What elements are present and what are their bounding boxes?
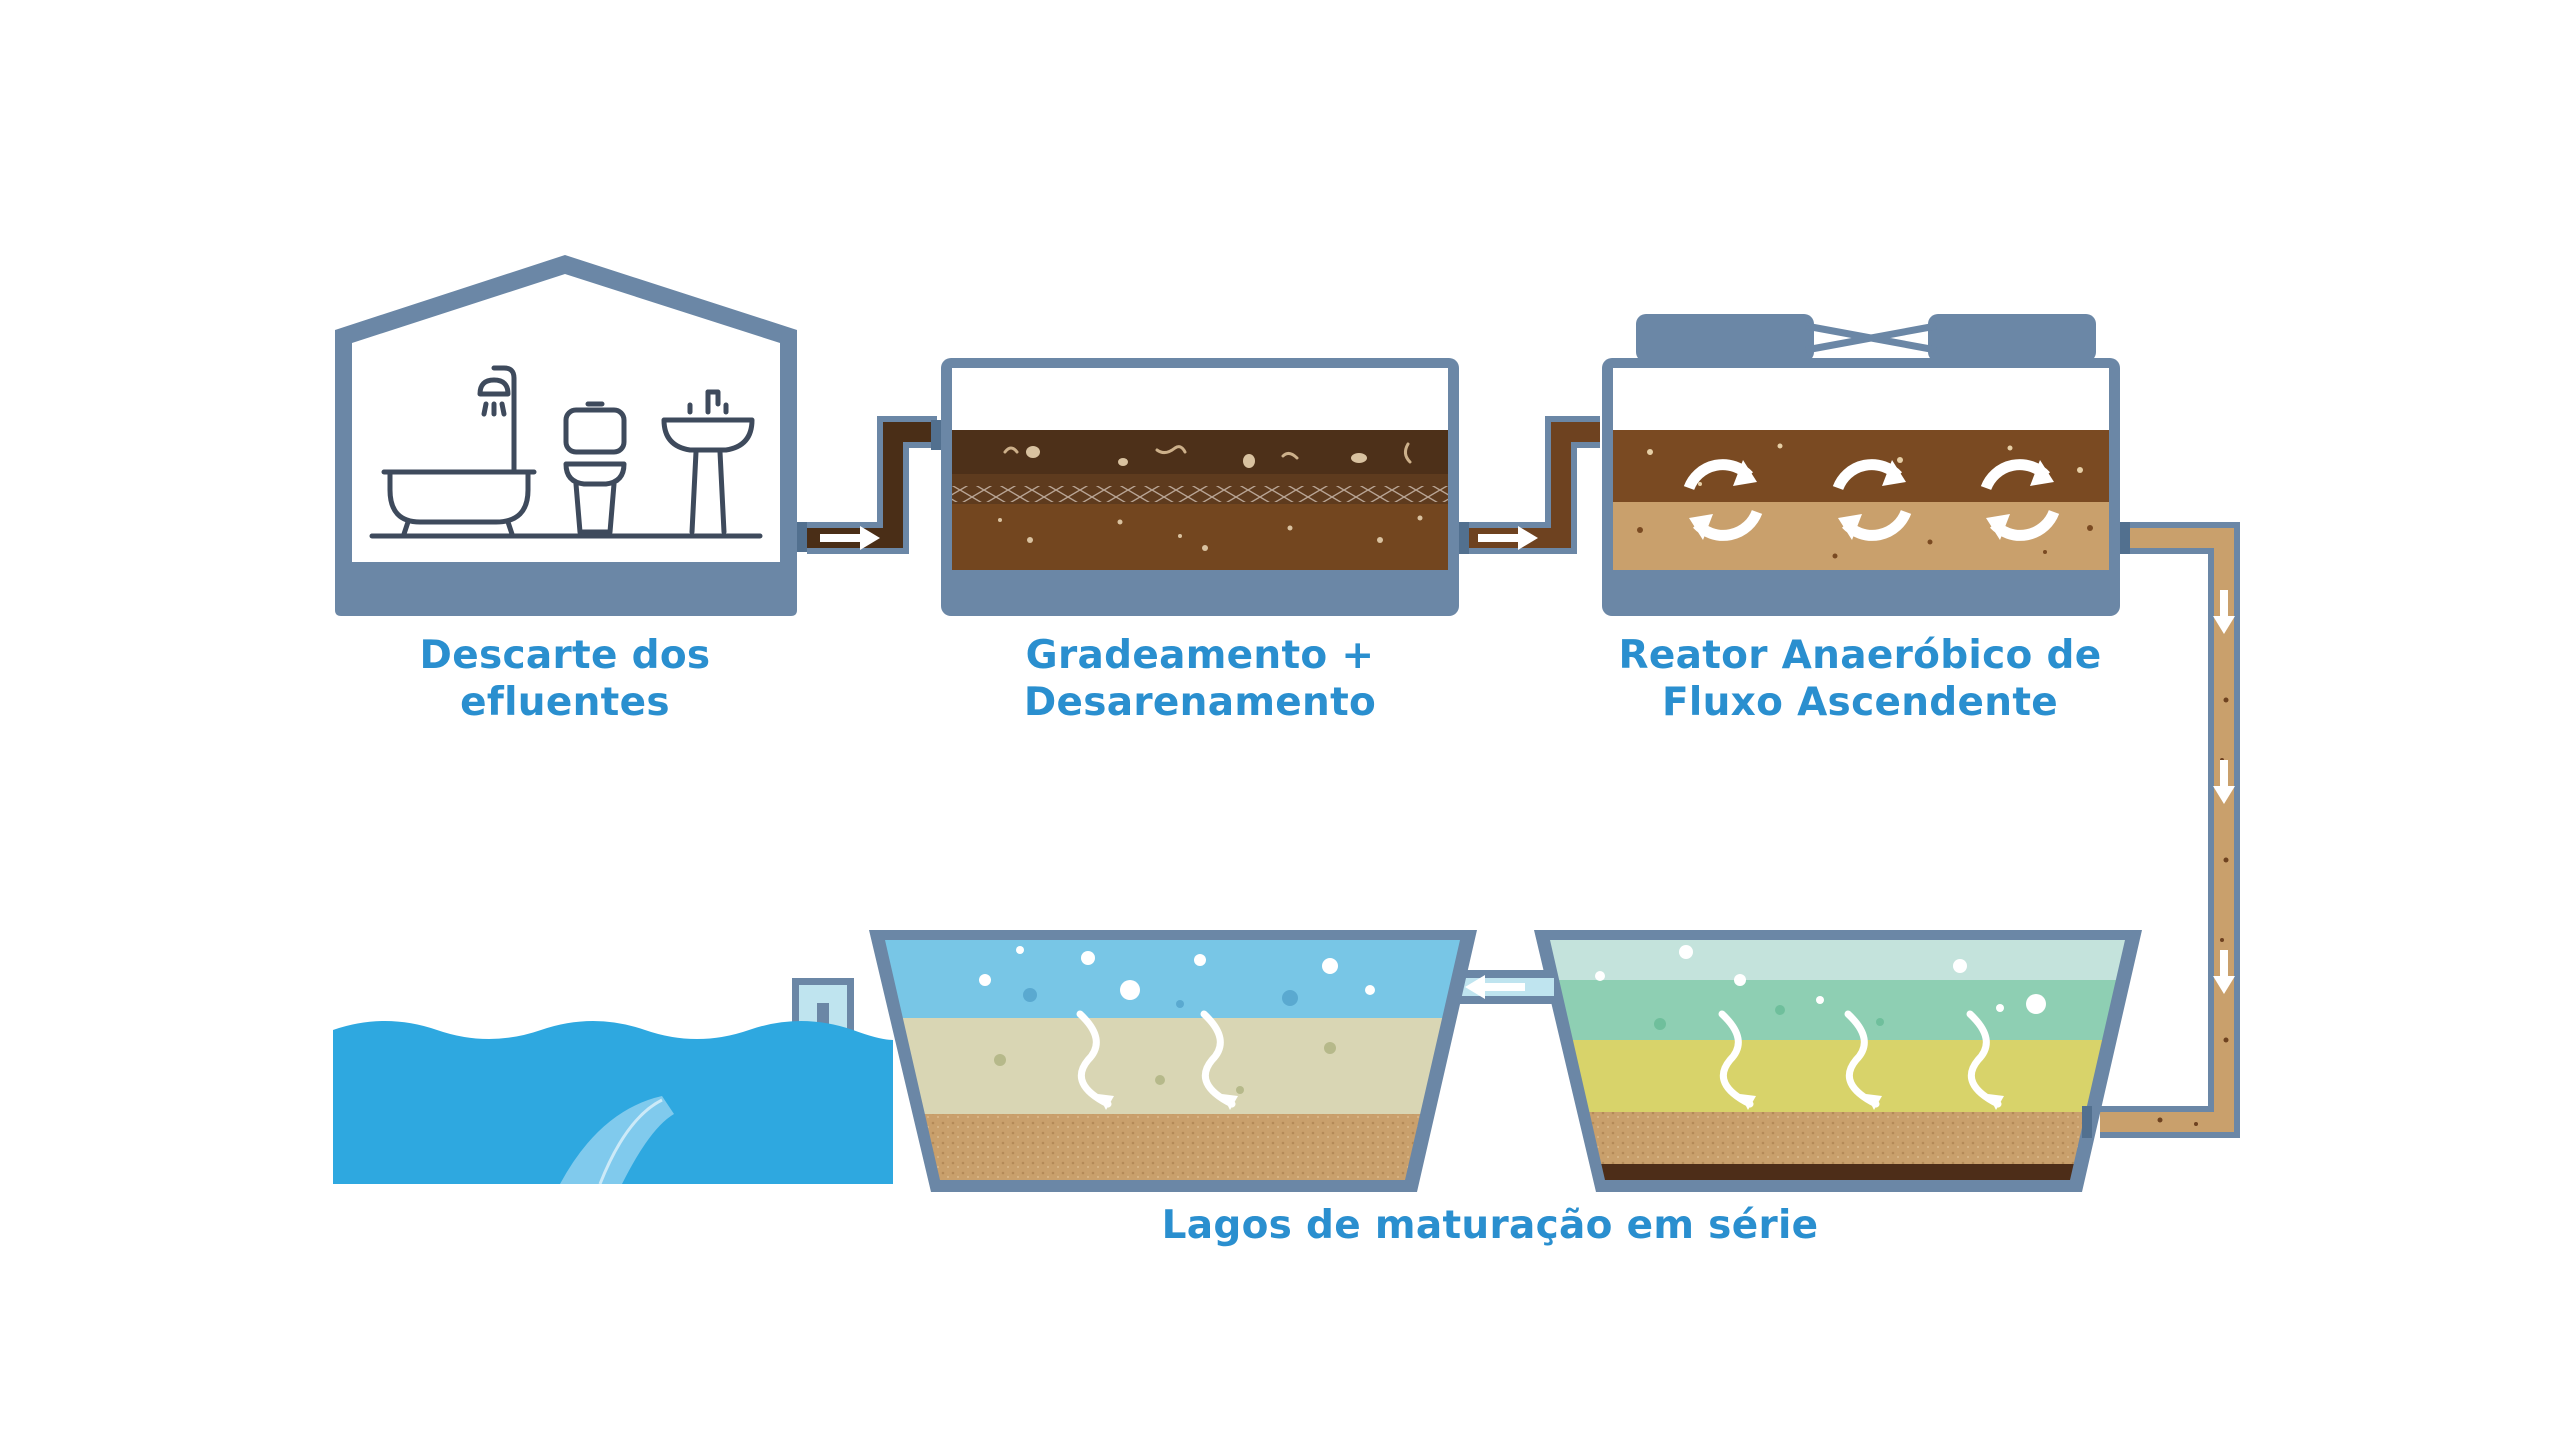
debris <box>998 446 1423 551</box>
label-descarte: Descarte dos efluentes <box>370 632 760 726</box>
label-reator-line1: Reator Anaeróbico de <box>1618 633 2102 678</box>
reator-tank <box>1602 314 2130 616</box>
label-reator: Reator Anaeróbico de Fluxo Ascendente <box>1590 632 2130 726</box>
circular-flow-icon <box>1683 459 2060 541</box>
label-gradeamento-line1: Gradeamento + <box>1025 633 1375 678</box>
pipe-4 <box>1450 970 1554 1004</box>
label-reator-line2: Fluxo Ascendente <box>1661 680 2059 725</box>
toilet-icon <box>563 401 627 535</box>
pipe-1 <box>807 416 937 554</box>
house-icon <box>335 255 807 616</box>
gradeamento-tank <box>931 358 1469 616</box>
rising-gas-icon <box>1718 1010 2002 1108</box>
maturation-pond-2 <box>1534 930 2142 1192</box>
label-descarte-line2: efluentes <box>460 680 670 725</box>
label-lagos-line1: Lagos de maturação em série <box>1161 1203 1819 1248</box>
bathtub-icon <box>381 469 537 537</box>
maturation-pond-1 <box>869 930 1477 1192</box>
pipe-3 <box>2100 522 2240 1138</box>
pipe-2 <box>1469 416 1600 554</box>
sink-icon <box>661 389 755 535</box>
rising-gas-icon <box>1076 1010 1236 1108</box>
bathroom-fixtures <box>369 365 763 539</box>
label-descarte-line1: Descarte dos <box>419 633 711 678</box>
label-gradeamento-line2: Desarenamento <box>1023 680 1377 725</box>
water-waves-icon <box>333 1021 893 1185</box>
label-lagos: Lagos de maturação em série <box>1110 1202 1870 1249</box>
shower-icon <box>477 365 517 475</box>
label-gradeamento: Gradeamento + Desarenamento <box>960 632 1440 726</box>
